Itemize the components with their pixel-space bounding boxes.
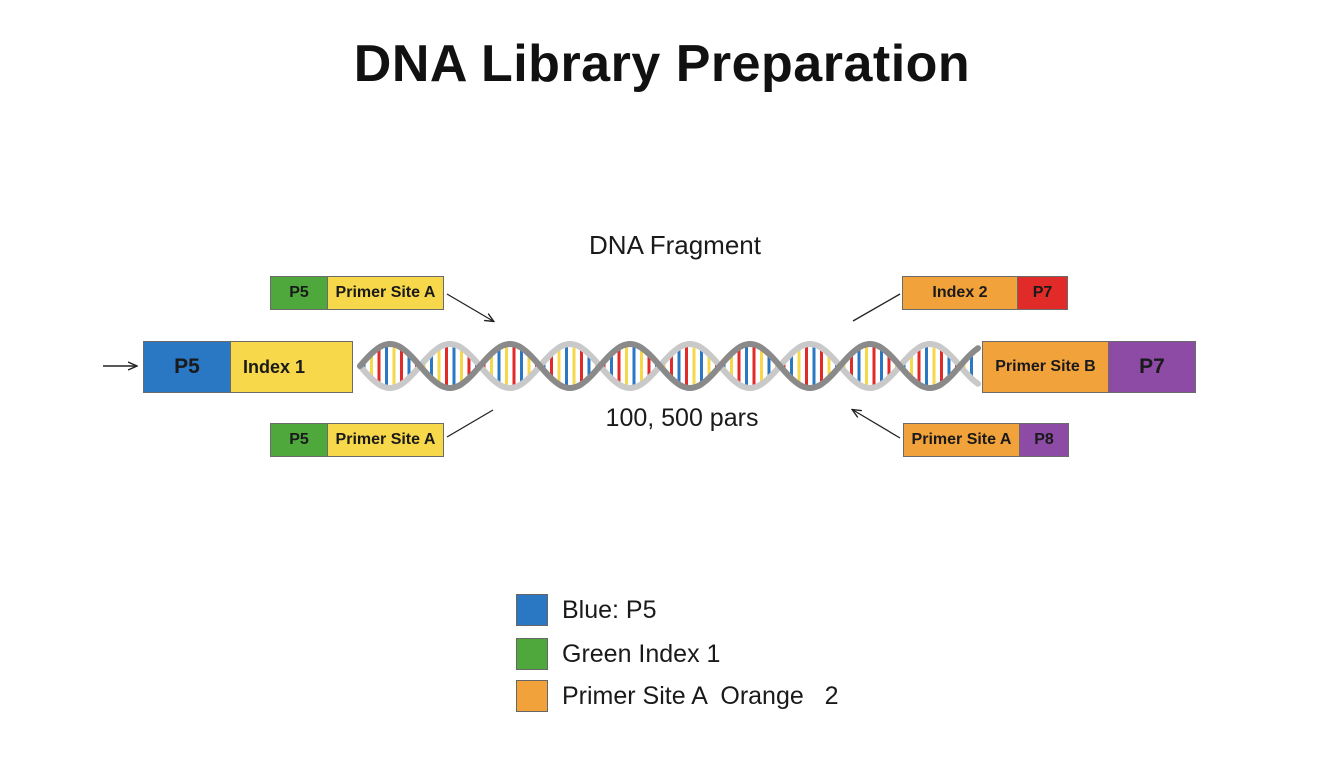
adapter-top-right-index: Index 2	[902, 276, 1018, 310]
backbone-strand-back	[357, 340, 981, 392]
adapter-bottom-right-p8: P8	[1019, 423, 1069, 457]
dna-fragment-label: DNA Fragment	[589, 230, 761, 260]
legend-swatch	[516, 594, 548, 626]
adapter-main-right-p7: P7	[1108, 341, 1196, 393]
pointer-arrow-bottom-right	[853, 410, 901, 439]
adapter-bottom-left-p5: P5	[270, 423, 328, 457]
legend-label: Green Index 1	[562, 640, 721, 668]
fragment-length-label: 100, 500 pars	[605, 404, 759, 432]
pointer-line-top-right	[852, 293, 901, 322]
adapter-main-left-index: Index 1	[230, 341, 353, 393]
adapter-top-right-p7: P7	[1017, 276, 1068, 310]
legend-swatch	[516, 680, 548, 712]
legend-swatch	[516, 638, 548, 670]
page-title: DNA Library Preparation	[353, 35, 971, 93]
legend-label: Primer Site A Orange 2	[562, 682, 839, 710]
dna-helix	[357, 340, 981, 392]
backbone-strand-front	[357, 340, 981, 392]
adapter-main-left-p5: P5	[143, 341, 231, 393]
pointer-arrow-top-left	[446, 293, 493, 321]
adapter-bottom-right-primer-site: Primer Site A	[903, 423, 1020, 457]
adapter-top-left-primer-site: Primer Site A	[327, 276, 444, 310]
adapter-top-left-p5: P5	[270, 276, 328, 310]
adapter-bottom-left-primer-site: Primer Site A	[327, 423, 444, 457]
adapter-main-right-primer-site: Primer Site B	[982, 341, 1109, 393]
legend-label: Blue: P5	[562, 596, 657, 624]
pointer-line-bottom-left	[446, 409, 494, 438]
